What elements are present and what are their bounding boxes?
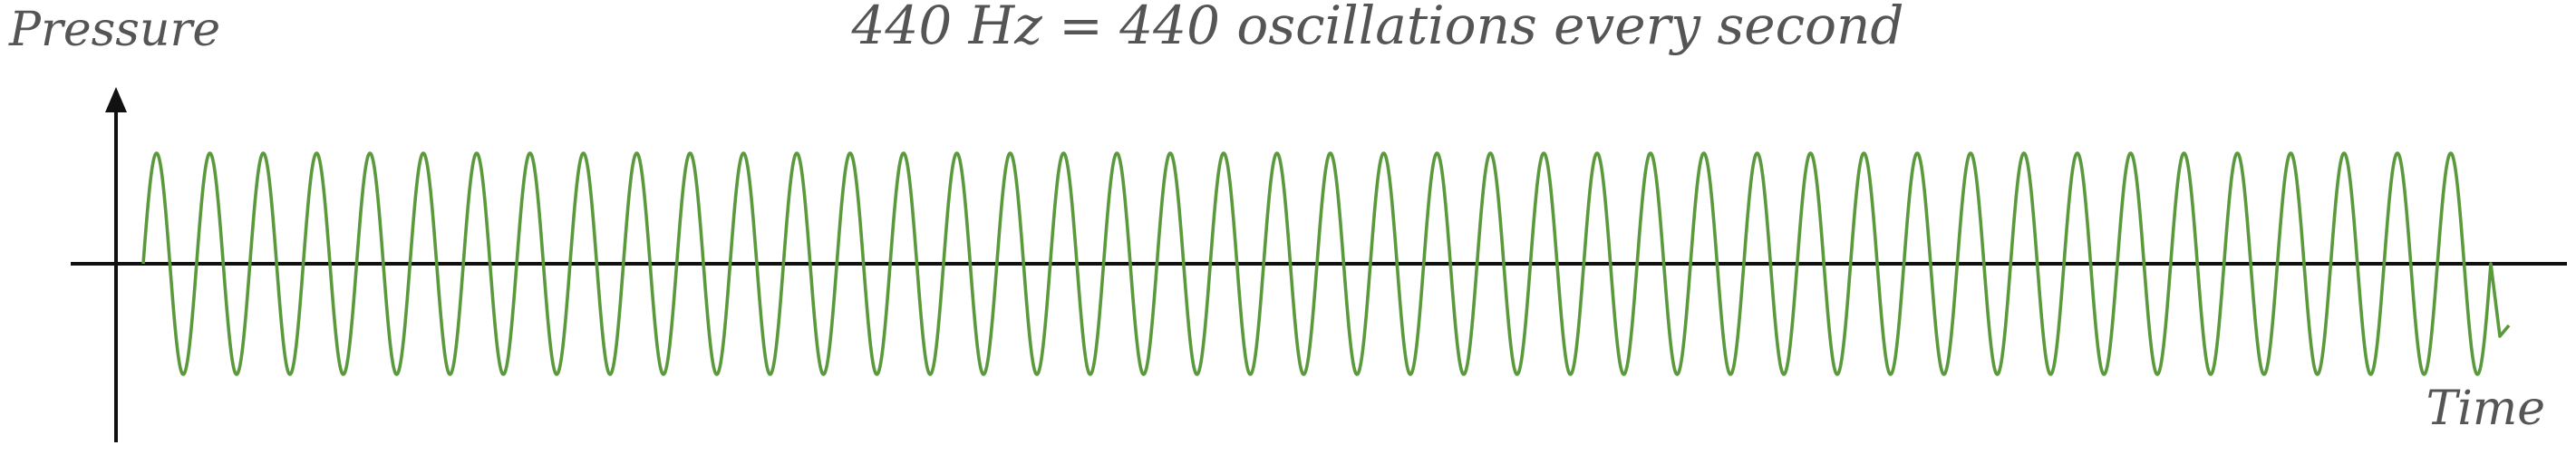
sine-wave (141, 151, 2511, 376)
axes (71, 87, 2567, 442)
x-axis-label: Time (2426, 382, 2545, 436)
y-axis-label: Pressure (8, 3, 220, 57)
diagram-title: 440 Hz = 440 oscillations every second (851, 0, 1904, 56)
y-axis-arrow-icon (105, 87, 127, 112)
